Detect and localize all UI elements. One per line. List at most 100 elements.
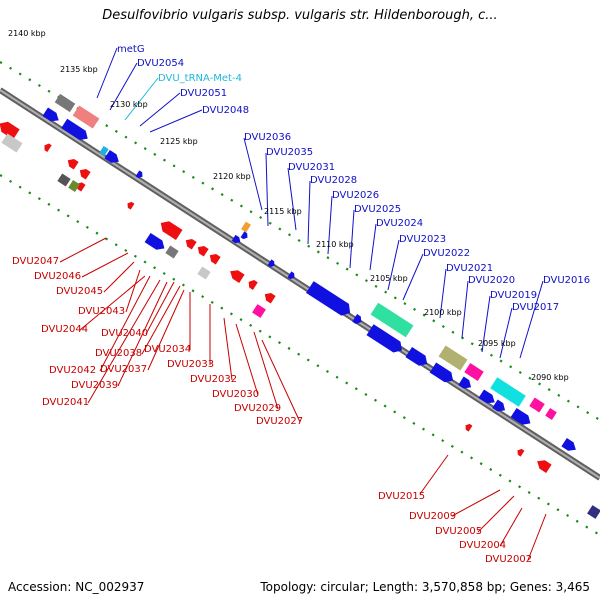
forward-connector-7 — [287, 167, 297, 231]
feature-trna-1 — [99, 146, 109, 156]
gene-label-DVU2027: DVU2027 — [256, 416, 303, 427]
reverse-connector-18 — [451, 489, 501, 517]
gene-label-trna-met-4: DVU_tRNA-Met-4 — [158, 73, 242, 84]
feature-rev-6-shape — [127, 201, 135, 210]
gene-label-DVU2047: DVU2047 — [12, 256, 59, 267]
accession-text: Accession: NC_002937 — [8, 580, 145, 594]
feature-magenta-1-shape — [464, 363, 484, 381]
tick-label-2100: 2100 kbp — [424, 308, 462, 317]
gene-label-DVU2034: DVU2034 — [144, 344, 191, 355]
feature-rev-2-shape — [44, 143, 52, 152]
reverse-connector-6 — [141, 285, 181, 355]
feature-rev-9 — [197, 245, 209, 257]
gene-label-DVU2044: DVU2044 — [41, 324, 88, 335]
gene-label-DVU2022: DVU2022 — [423, 248, 470, 259]
feature-rev-1 — [0, 121, 20, 140]
feature-rev-8-shape — [185, 238, 197, 250]
tick-labels: 2140 kbp 2135 kbp 2130 kbp 2125 kbp 2120… — [8, 29, 569, 382]
gene-label-DVU2019: DVU2019 — [490, 290, 537, 301]
feature-rev-7 — [160, 221, 183, 241]
feature-orange-1 — [241, 221, 251, 233]
forward-labels: metG DVU2054 DVU_tRNA-Met-4 DVU2051 DVU2… — [117, 44, 590, 313]
gene-label-DVU2031: DVU2031 — [288, 162, 335, 173]
feature-rev-9-shape — [197, 245, 209, 257]
gene-label-metG: metG — [117, 44, 145, 55]
feature-fwd-15-shape — [478, 389, 495, 404]
feature-pink-1 — [72, 105, 100, 129]
reverse-labels: DVU2047 DVU2046 DVU2045 DVU2043 DVU2044 … — [12, 256, 532, 565]
forward-connector-4 — [149, 109, 203, 133]
tick-label-2135: 2135 kbp — [60, 65, 98, 74]
feature-fwd-14-shape — [458, 376, 472, 389]
gene-label-DVU2024: DVU2024 — [376, 218, 423, 229]
feature-dark-1 — [587, 505, 600, 519]
backbone — [0, 87, 600, 481]
feature-fwd-4 — [135, 170, 143, 179]
feature-fwd-7 — [267, 259, 275, 268]
feature-rev-16-shape — [537, 460, 552, 474]
topology-summary: Topology: circular; Length: 3,570,858 bp… — [260, 580, 590, 594]
forward-connector-9 — [327, 195, 333, 255]
feature-fwd-10 — [352, 314, 362, 324]
feature-layer — [0, 93, 600, 519]
gene-label-DVU2026: DVU2026 — [332, 190, 379, 201]
map-title: Desulfovibrio vulgaris subsp. vulgaris s… — [102, 8, 498, 23]
reverse-connector-1 — [81, 252, 129, 278]
feature-teal-1-shape — [370, 302, 414, 338]
feature-rev-13 — [264, 292, 276, 304]
feature-rev-14 — [465, 423, 473, 432]
outer-tick-track — [0, 61, 600, 421]
feature-fwd-9-shape — [306, 281, 351, 316]
feature-lgrey-2 — [197, 266, 211, 280]
gene-label-DVU2039: DVU2039 — [71, 380, 118, 391]
tick-label-2090: 2090 kbp — [531, 373, 569, 382]
forward-connector-15 — [461, 280, 469, 339]
reverse-connector-10 — [117, 281, 168, 387]
feature-rev-15 — [517, 448, 525, 457]
gene-label-DVU2051: DVU2051 — [180, 88, 227, 99]
feature-magenta-3-shape — [545, 408, 557, 420]
feature-fwd-2 — [61, 118, 88, 140]
reverse-connector-20 — [499, 507, 523, 547]
tick-label-2130: 2130 kbp — [110, 100, 148, 109]
feature-fwd-19-shape — [144, 232, 165, 250]
forward-connector-3 — [139, 92, 181, 127]
feature-fwd-7-shape — [267, 259, 275, 268]
feature-magenta-2-shape — [529, 397, 545, 413]
forward-connector-6 — [265, 152, 269, 227]
feature-cyan-1 — [490, 377, 526, 407]
feature-fwd-12-shape — [405, 346, 428, 366]
feature-fwd-2-shape — [61, 118, 88, 140]
gene-label-DVU2030: DVU2030 — [212, 389, 259, 400]
feature-fwd-18 — [561, 437, 576, 451]
feature-fwd-16-shape — [492, 399, 506, 412]
forward-connector-17 — [519, 280, 544, 359]
feature-grey-2 — [165, 245, 179, 259]
tick-label-2125: 2125 kbp — [160, 137, 198, 146]
gene-label-DVU2048: DVU2048 — [202, 105, 249, 116]
feature-lgrey-1 — [1, 133, 23, 153]
feature-fwd-1 — [42, 107, 59, 122]
reverse-connector-15 — [253, 331, 279, 410]
forward-connector-10 — [349, 209, 355, 269]
feature-cyan-1-shape — [490, 377, 526, 407]
gene-label-DVU2033: DVU2033 — [167, 359, 214, 370]
tick-label-2105: 2105 kbp — [370, 274, 408, 283]
forward-connector-18 — [499, 307, 513, 359]
feature-magenta-4-shape — [252, 304, 266, 318]
feature-olive-1-shape — [438, 345, 468, 371]
reverse-connector-4 — [79, 275, 146, 331]
forward-connector-0 — [96, 47, 118, 99]
reverse-connector-9 — [147, 289, 185, 371]
feature-grey-3-shape — [57, 173, 71, 187]
reverse-connector-0 — [59, 237, 107, 263]
feature-dark-1-shape — [587, 505, 600, 519]
gene-label-DVU2040: DVU2040 — [101, 328, 148, 339]
reverse-connector-2 — [103, 261, 135, 293]
feature-fwd-5 — [231, 234, 241, 244]
feature-olive-2-shape — [68, 180, 80, 192]
feature-rev-4 — [79, 168, 91, 180]
feature-fwd-19 — [144, 232, 165, 250]
feature-rev-8 — [185, 238, 197, 250]
